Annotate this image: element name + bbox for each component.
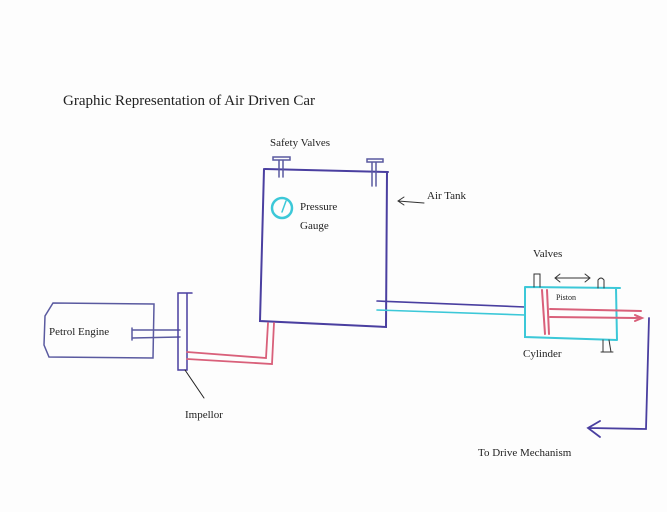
pressure-gauge-icon bbox=[270, 196, 294, 220]
label-petrol-engine: Petrol Engine bbox=[49, 326, 110, 338]
label-piston: Piston bbox=[556, 293, 577, 302]
label-air-tank: Air Tank bbox=[427, 190, 467, 202]
valve-icon bbox=[533, 273, 614, 353]
impellor-pointer-line bbox=[184, 369, 205, 399]
safety-valve-icon bbox=[272, 156, 384, 187]
label-impellor: Impellor bbox=[185, 409, 223, 421]
label-to-drive-mechanism: To Drive Mechanism bbox=[478, 447, 572, 459]
piston bbox=[541, 289, 645, 335]
label-pressure: Pressure bbox=[300, 201, 338, 213]
diagram-title: Graphic Representation of Air Driven Car bbox=[63, 93, 316, 109]
pipe-impellor-to-tank bbox=[186, 322, 275, 365]
drive-return-arrow bbox=[586, 317, 650, 438]
impellor bbox=[177, 292, 193, 371]
air-tank bbox=[258, 168, 389, 329]
air-tank-pointer-arrow bbox=[397, 196, 425, 206]
label-gauge: Gauge bbox=[300, 220, 329, 232]
label-cylinder: Cylinder bbox=[523, 348, 562, 360]
petrol-engine bbox=[43, 302, 181, 359]
pipe-tank-to-cylinder bbox=[376, 300, 526, 316]
label-safety-valves: Safety Valves bbox=[270, 137, 330, 149]
double-arrow-icon bbox=[554, 273, 591, 283]
label-valves: Valves bbox=[533, 248, 563, 260]
